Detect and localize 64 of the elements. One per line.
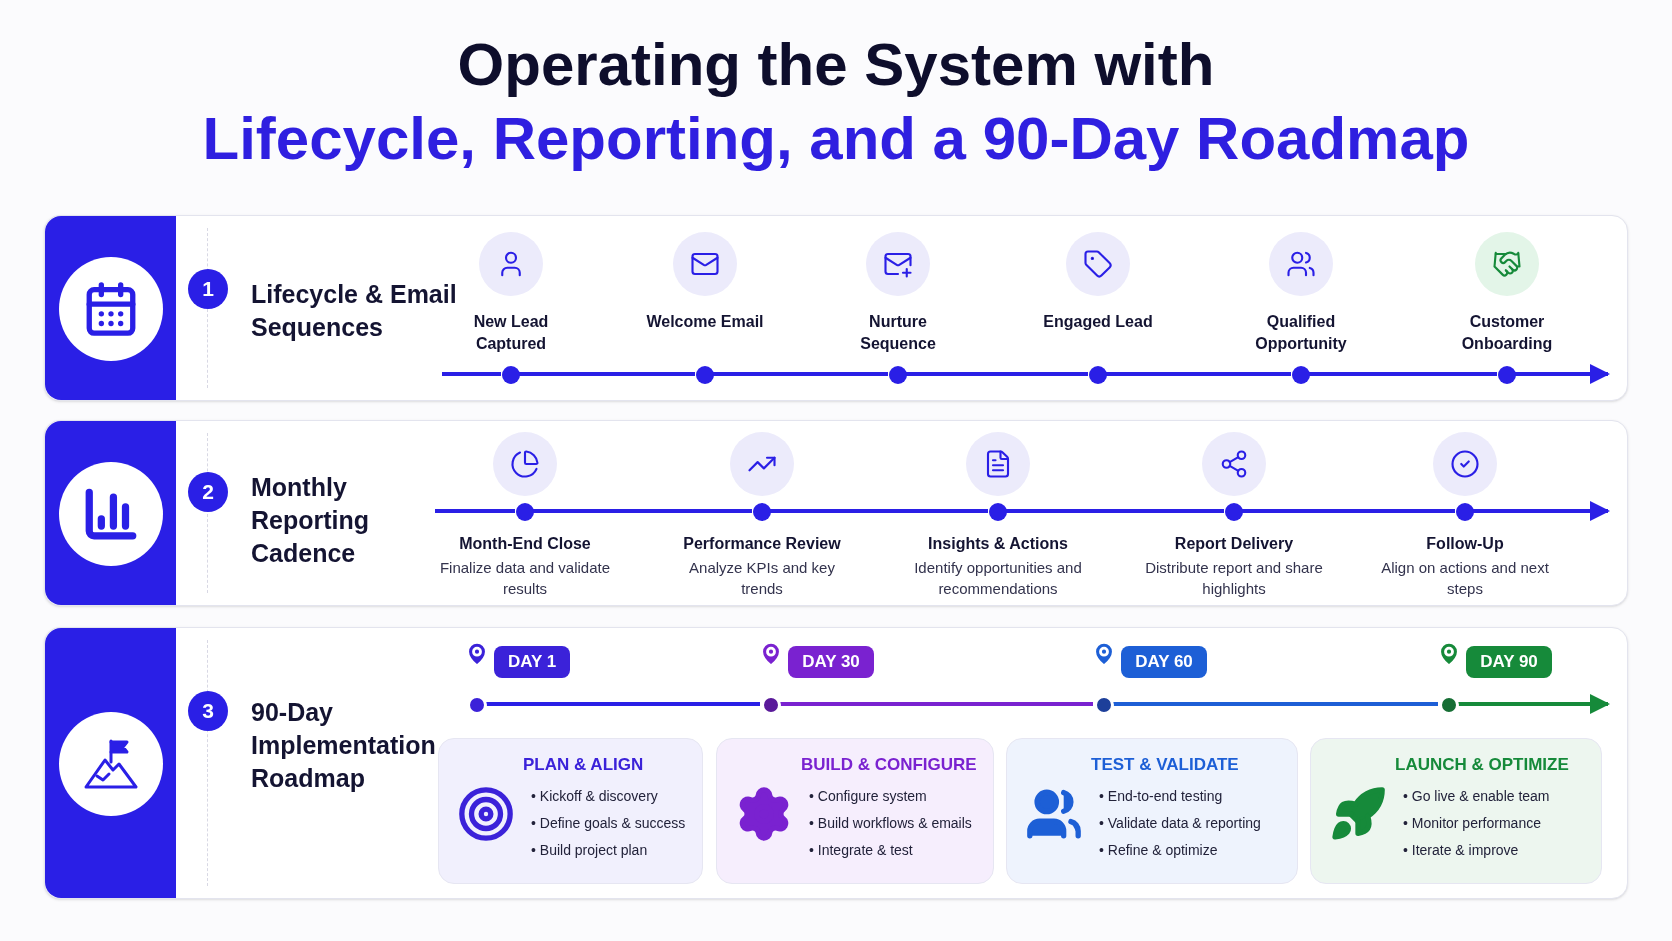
- phase-heading: TEST & VALIDATE: [1091, 754, 1240, 776]
- section-heading: Monthly Reporting Cadence: [251, 472, 371, 569]
- milestone-description: Analyze KPIs and key trends: [688, 558, 836, 599]
- phase-heading: PLAN & ALIGN: [523, 754, 645, 776]
- section-heading: Lifecycle & Email Sequences: [251, 279, 458, 343]
- milestone-label: Follow-Up: [1426, 534, 1504, 554]
- phase-card: [438, 738, 703, 884]
- milestone-label: Report Delivery: [1174, 534, 1294, 554]
- bullet-item: • Validate data & reporting: [1099, 814, 1262, 833]
- milestone-label: Customer Onboarding: [1460, 312, 1554, 354]
- timeline-line: [1106, 372, 1291, 376]
- bullet-item: • Configure system: [809, 787, 928, 806]
- timeline-line: [519, 372, 695, 376]
- subtitle: Lifecycle, Reporting, and a 90-Day Roadmap: [202, 104, 1470, 174]
- day-badge: DAY 90: [1466, 646, 1552, 678]
- timeline-line: [442, 372, 501, 376]
- timeline-line: [1113, 702, 1438, 706]
- timeline-line: [713, 372, 888, 376]
- timeline-line: [770, 509, 988, 513]
- milestone-label: Welcome Email: [646, 312, 764, 332]
- timeline-line: [1242, 509, 1455, 513]
- day-badge: DAY 30: [788, 646, 874, 678]
- milestone-description: Finalize data and validate results: [438, 558, 612, 599]
- bullet-item: • Build workflows & emails: [809, 814, 973, 833]
- phase-card: [1006, 738, 1298, 884]
- bullet-item: • Define goals & success: [531, 814, 687, 833]
- timeline-line: [533, 509, 752, 513]
- bullet-item: • Monitor performance: [1403, 814, 1542, 833]
- phase-heading: BUILD & CONFIGURE: [801, 754, 978, 776]
- bullet-item: • End-to-end testing: [1099, 787, 1224, 806]
- timeline-line: [486, 702, 760, 706]
- milestone-label: New Lead Captured: [472, 312, 550, 354]
- milestone-label: Qualified Opportunity: [1254, 312, 1348, 354]
- timeline-line: [1006, 509, 1224, 513]
- bullet-item: • Go live & enable team: [1403, 787, 1551, 806]
- milestone-label: Month-End Close: [459, 534, 591, 554]
- arrow: [1515, 364, 1610, 384]
- timeline-line: [1309, 372, 1497, 376]
- section-panel: [44, 215, 1628, 401]
- timeline-line: [435, 509, 515, 513]
- phase-heading: LAUNCH & OPTIMIZE: [1395, 754, 1570, 776]
- milestone-description: Distribute report and share highlights: [1144, 558, 1324, 599]
- bullet-item: • Refine & optimize: [1099, 841, 1219, 860]
- bullet-item: • Kickoff & discovery: [531, 787, 659, 806]
- bullet-item: • Build project plan: [531, 841, 649, 860]
- section-panel: [44, 627, 1628, 899]
- milestone-label: Performance Review: [683, 534, 841, 554]
- phase-card: [1310, 738, 1602, 884]
- milestone-description: Align on actions and next steps: [1380, 558, 1550, 599]
- timeline-line: [780, 702, 1093, 706]
- day-badge: DAY 60: [1121, 646, 1207, 678]
- arrow: [1473, 501, 1610, 521]
- section-panel: [44, 420, 1628, 606]
- milestone-label: Engaged Lead: [1043, 312, 1153, 332]
- arrow: [1458, 694, 1610, 714]
- title: Operating the System with: [457, 30, 1215, 100]
- milestone-description: Identify opportunities and recommendations: [913, 558, 1083, 599]
- day-badge: DAY 1: [494, 646, 570, 678]
- bullet-item: • Iterate & improve: [1403, 841, 1520, 860]
- milestone-label: Insights & Actions: [928, 534, 1068, 554]
- bullet-item: • Integrate & test: [809, 841, 914, 860]
- timeline-line: [906, 372, 1088, 376]
- phase-card: [716, 738, 994, 884]
- milestone-label: Nurture Sequence: [859, 312, 937, 354]
